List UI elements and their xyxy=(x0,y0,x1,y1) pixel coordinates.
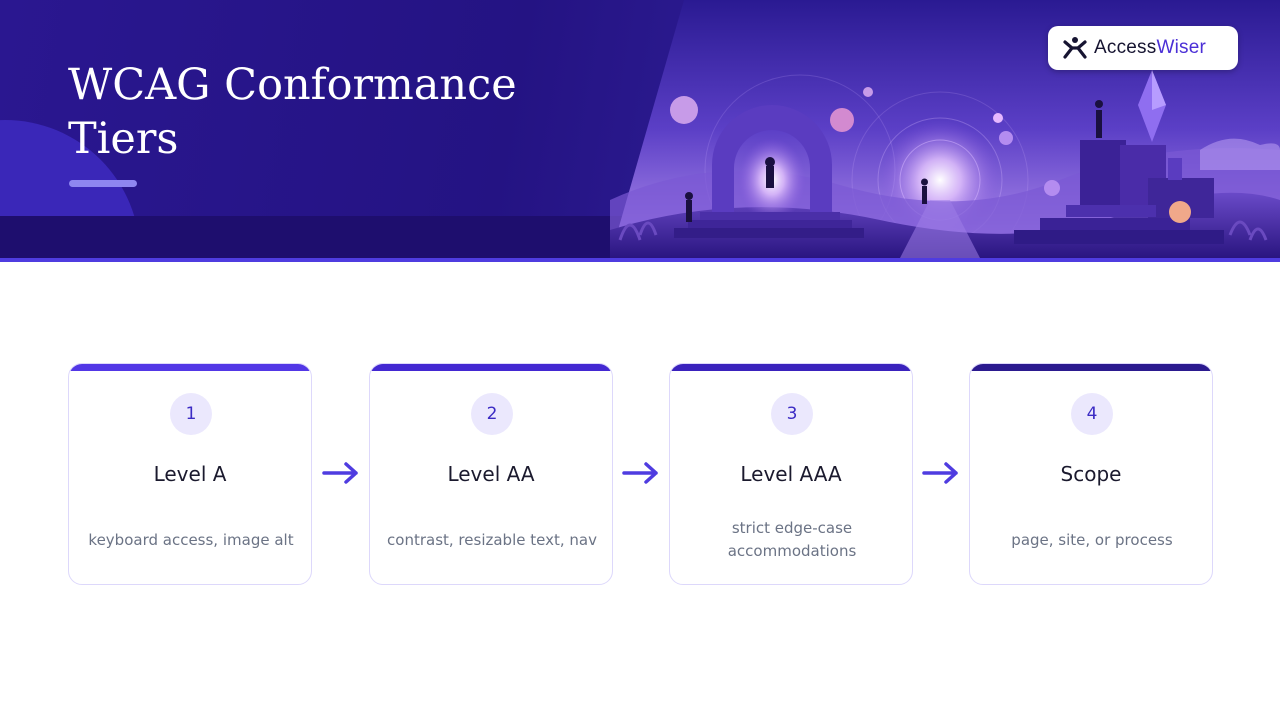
logo-wordmark: AccessWiser xyxy=(1094,37,1207,58)
step-number: 2 xyxy=(471,393,513,435)
step-number: 1 xyxy=(170,393,212,435)
step-description: keyboard access, image alt xyxy=(88,530,294,549)
accesswiser-logo: AccessWiser xyxy=(1048,26,1238,70)
step-title: Level AAA xyxy=(740,462,842,486)
header-accent-line xyxy=(0,258,1280,262)
step-description: contrast, resizable text, nav xyxy=(387,530,597,549)
page-title: WCAG Conformance Tiers xyxy=(68,60,517,164)
arrow-right-icon xyxy=(322,462,358,484)
step-card: 2 Level AA contrast, resizable text, nav xyxy=(369,363,613,585)
step-number: 3 xyxy=(771,393,813,435)
step-card: 4 Scope page, site, or process xyxy=(969,363,1213,585)
step-number: 4 xyxy=(1071,393,1113,435)
step-card-top-bar xyxy=(69,364,311,371)
step-card: 3 Level AAA strict edge-case accommodati… xyxy=(669,363,913,585)
step-description: page, site, or process xyxy=(1011,530,1173,549)
header-banner: WCAG Conformance Tiers xyxy=(0,0,1280,258)
step-description: strict edge-case accommodations xyxy=(727,519,857,560)
step-card-top-bar xyxy=(970,364,1212,371)
arrow-right-icon xyxy=(622,462,658,484)
title-underline xyxy=(69,180,137,187)
accessibility-person-icon xyxy=(1063,37,1087,59)
step-title: Scope xyxy=(1060,462,1122,486)
step-title: Level AA xyxy=(447,462,535,486)
step-card-top-bar xyxy=(370,364,612,371)
step-card-top-bar xyxy=(670,364,912,371)
step-title: Level A xyxy=(153,462,227,486)
step-card: 1 Level A keyboard access, image alt xyxy=(68,363,312,585)
arrow-right-icon xyxy=(922,462,958,484)
